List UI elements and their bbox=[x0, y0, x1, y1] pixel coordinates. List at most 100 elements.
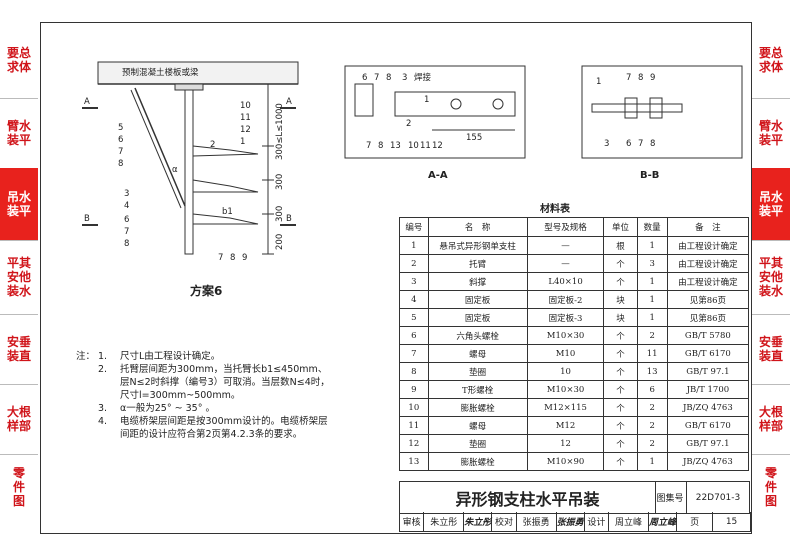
table-cell: 1 bbox=[636, 236, 668, 255]
side-tab-divider bbox=[0, 384, 38, 385]
table-cell: 六角头螺栓 bbox=[427, 326, 528, 345]
table-cell: 1 bbox=[636, 452, 668, 471]
table-cell: 13 bbox=[636, 362, 668, 381]
side-tab-divider bbox=[0, 240, 38, 241]
side-tab-right-3[interactable]: 吊水 装平 bbox=[752, 168, 790, 240]
side-tab-left-1[interactable]: 要总 求体 bbox=[6, 46, 31, 74]
side-tab-right-6[interactable]: 大根 样部 bbox=[758, 405, 783, 433]
side-tab-left-2[interactable]: 臂水 装平 bbox=[6, 119, 31, 147]
table-cell: 2 bbox=[636, 326, 668, 345]
table-cell: JB/ZQ 4763 bbox=[666, 398, 750, 417]
side-tab-left-5[interactable]: 安垂 装直 bbox=[6, 335, 31, 363]
approval-cell: 校对 bbox=[492, 512, 517, 531]
table-cell: 6 bbox=[636, 380, 668, 399]
svg-text:12: 12 bbox=[432, 141, 443, 151]
side-tab-left-3[interactable]: 吊水 装平 bbox=[0, 168, 38, 240]
approval-cell: 页 bbox=[677, 512, 714, 531]
side-tab-right-2[interactable]: 臂水 装平 bbox=[758, 119, 783, 147]
brace bbox=[134, 87, 186, 207]
table-cell: 个 bbox=[603, 362, 638, 381]
table-cell: 固定板-3 bbox=[526, 308, 605, 327]
side-tab-left-7[interactable]: 零 件 图 bbox=[12, 466, 25, 508]
table-cell: 11 bbox=[399, 416, 429, 435]
svg-text:3: 3 bbox=[124, 189, 129, 199]
side-tab-divider bbox=[0, 454, 38, 455]
aa-view bbox=[344, 65, 526, 159]
table-cell: GB/T 5780 bbox=[666, 326, 750, 345]
table-cell: T形螺栓 bbox=[427, 380, 528, 399]
side-tab-divider bbox=[0, 98, 38, 99]
svg-text:11: 11 bbox=[240, 113, 251, 123]
note-1: 尺寸L由工程设计确定。 bbox=[120, 351, 221, 362]
aa-title: A-A bbox=[428, 170, 448, 181]
side-tab-right-4[interactable]: 平其 安他 装水 bbox=[758, 256, 783, 298]
svg-text:7: 7 bbox=[374, 73, 379, 83]
table-cell: 2 bbox=[399, 254, 429, 273]
svg-text:6: 6 bbox=[124, 215, 129, 225]
table-cell: 见第86页 bbox=[666, 290, 750, 309]
table-cell: 12 bbox=[526, 434, 605, 453]
side-tab-divider bbox=[752, 384, 790, 385]
side-tab-right-1[interactable]: 要总 求体 bbox=[758, 46, 783, 74]
table-cell: 3 bbox=[399, 272, 429, 291]
table-header: 编号 bbox=[399, 217, 429, 237]
table-cell: 螺母 bbox=[427, 416, 528, 435]
side-tab-left-6[interactable]: 大根 样部 bbox=[6, 405, 31, 433]
table-cell: M12 bbox=[526, 416, 605, 435]
svg-text:8: 8 bbox=[378, 141, 383, 151]
svg-text:8: 8 bbox=[386, 73, 391, 83]
svg-text:8: 8 bbox=[124, 239, 129, 249]
section-b-left: B bbox=[84, 214, 90, 224]
approval-cell: 设计 bbox=[585, 512, 610, 531]
notes: 注： 1. 尺寸L由工程设计确定。 2. 托臂层间距为300mm，当托臂长b1≤… bbox=[76, 350, 336, 441]
approval-cell: 朱立彤 bbox=[424, 512, 465, 531]
table-cell: 膨胀螺栓 bbox=[427, 452, 528, 471]
table-header: 名 称 bbox=[427, 217, 528, 237]
table-cell: 10 bbox=[399, 398, 429, 417]
table-cell: 悬吊式异形钢单支柱 bbox=[427, 236, 528, 255]
table-cell: GB/T 97.1 bbox=[666, 434, 750, 453]
table-cell: 个 bbox=[603, 416, 638, 435]
table-cell: 由工程设计确定 bbox=[666, 272, 750, 291]
svg-text:8: 8 bbox=[650, 139, 655, 149]
table-cell: 垫圈 bbox=[427, 434, 528, 453]
materials-title: 材料表 bbox=[540, 204, 570, 215]
title-block: 异形钢支柱水平吊装 图集号 22D701-3 审核朱立彤朱立彤校对张振勇张振勇设… bbox=[399, 481, 751, 532]
svg-text:7: 7 bbox=[118, 147, 123, 157]
table-cell: 8 bbox=[399, 362, 429, 381]
svg-text:7: 7 bbox=[626, 73, 631, 83]
svg-text:5: 5 bbox=[118, 123, 123, 133]
side-tab-right-5[interactable]: 安垂 装直 bbox=[758, 335, 783, 363]
table-cell: 1 bbox=[636, 272, 668, 291]
b1-label: b1 bbox=[222, 207, 233, 217]
side-tab-right-7[interactable]: 零 件 图 bbox=[764, 466, 777, 508]
table-cell: — bbox=[526, 236, 605, 255]
table-cell: GB/T 6170 bbox=[666, 344, 750, 363]
column bbox=[184, 83, 194, 255]
svg-text:10: 10 bbox=[408, 141, 419, 151]
svg-text:1: 1 bbox=[424, 95, 429, 105]
side-tab-left-4[interactable]: 平其 安他 装水 bbox=[6, 256, 31, 298]
svg-text:焊接: 焊接 bbox=[414, 72, 432, 83]
svg-text:8: 8 bbox=[638, 73, 643, 83]
svg-text:155: 155 bbox=[466, 133, 482, 143]
svg-text:6: 6 bbox=[626, 139, 631, 149]
table-cell: 斜撑 bbox=[427, 272, 528, 291]
section-a-right: A bbox=[286, 97, 292, 107]
table-cell: 螺母 bbox=[427, 344, 528, 363]
table-cell: 4 bbox=[399, 290, 429, 309]
section-a-left: A bbox=[84, 97, 90, 107]
table-cell: 10 bbox=[526, 362, 605, 381]
table-cell: 见第86页 bbox=[666, 308, 750, 327]
svg-text:6: 6 bbox=[362, 73, 367, 83]
table-cell: 5 bbox=[399, 308, 429, 327]
table-cell: 个 bbox=[603, 398, 638, 417]
table-header: 单位 bbox=[603, 217, 638, 237]
